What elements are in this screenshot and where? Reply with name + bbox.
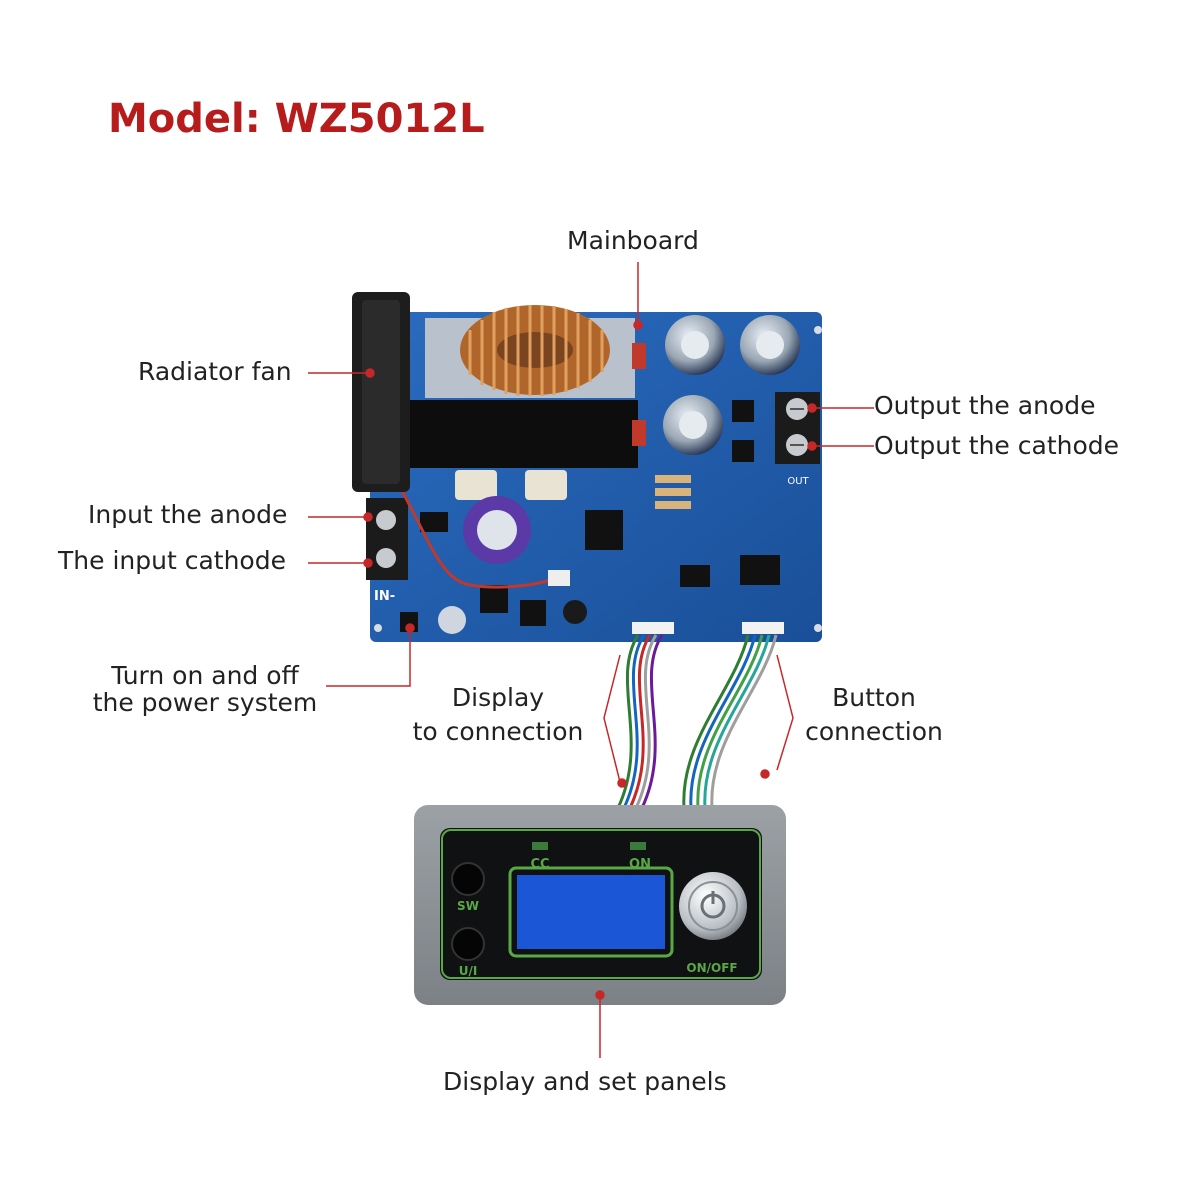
leader-lines xyxy=(308,262,874,1058)
label-input-cathode: The input cathode xyxy=(58,546,286,575)
input-terminal-block xyxy=(366,498,448,580)
sw-button[interactable] xyxy=(451,862,485,896)
label-display-connection: Display to connection xyxy=(398,681,598,749)
mainboard-pcb: OUT IN- xyxy=(366,305,822,642)
radiator-fan xyxy=(352,292,410,492)
fan-connector xyxy=(548,570,570,586)
label-output-cathode: Output the cathode xyxy=(874,431,1120,460)
silkscreen-out: OUT xyxy=(787,476,809,487)
output-capacitors xyxy=(663,315,800,455)
lcd-screen xyxy=(517,875,665,949)
on-led xyxy=(630,842,646,850)
fan-wire xyxy=(393,477,556,589)
indicator-on-label: ON xyxy=(629,857,651,872)
ui-button-label: U/I xyxy=(459,964,478,978)
display-panel xyxy=(414,805,786,1005)
label-power-switch-line2: the power system xyxy=(92,688,318,717)
label-radiator-fan: Radiator fan xyxy=(138,357,292,386)
button-cable xyxy=(682,634,778,809)
indicator-cc-label: CC xyxy=(530,857,549,872)
inductor-coil xyxy=(460,305,610,396)
label-input-anode: Input the anode xyxy=(88,500,288,529)
label-display-connection-line2: to connection xyxy=(412,717,584,746)
cc-led xyxy=(532,842,548,850)
label-mainboard: Mainboard xyxy=(567,226,699,255)
model-title: Model: WZ5012L xyxy=(108,96,485,142)
ui-button[interactable] xyxy=(451,927,485,961)
label-button-connection-line1: Button xyxy=(832,683,916,712)
knob-label: ON/OFF xyxy=(686,961,737,975)
label-power-switch: Turn on and off the power system xyxy=(80,662,330,716)
sw-button-label: SW xyxy=(457,899,479,913)
label-button-connection-line2: connection xyxy=(805,717,943,746)
label-power-switch-line1: Turn on and off xyxy=(111,661,299,690)
silkscreen-in: IN- xyxy=(374,589,395,604)
label-output-anode: Output the anode xyxy=(874,391,1096,420)
label-display-panel: Display and set panels xyxy=(443,1067,727,1096)
label-display-connection-line1: Display xyxy=(451,683,545,712)
label-button-connection: Button connection xyxy=(794,681,954,749)
